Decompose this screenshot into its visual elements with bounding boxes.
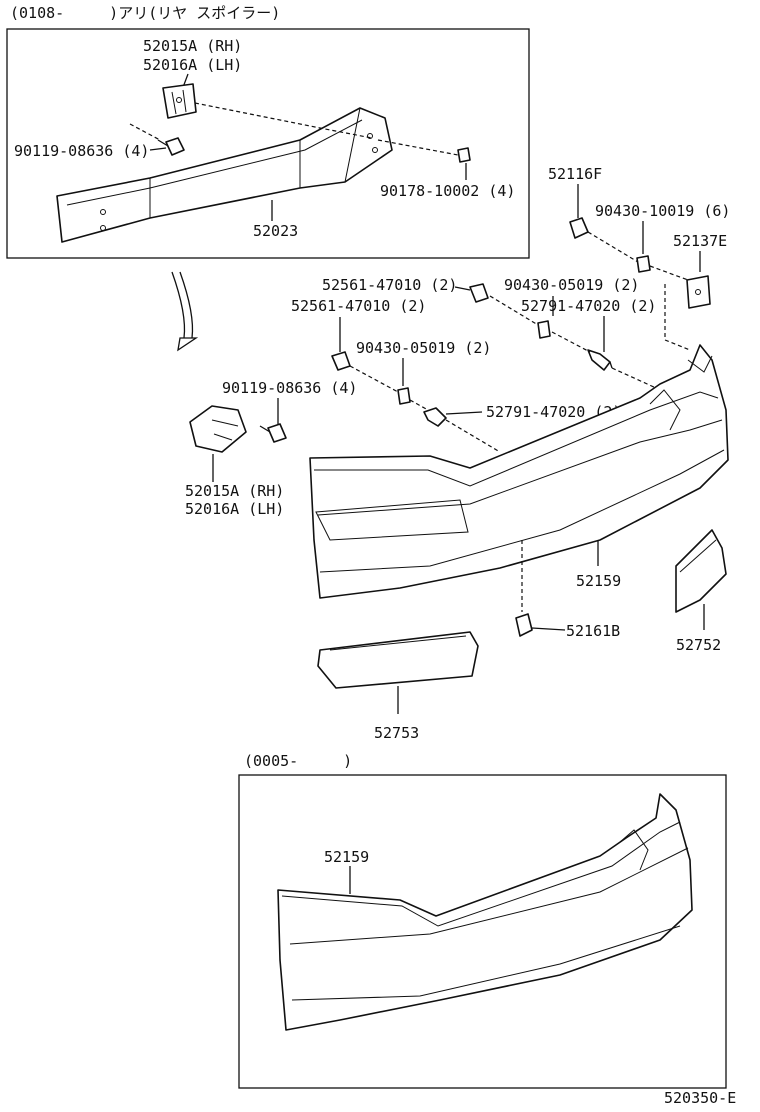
rivet-52791-a <box>587 349 613 371</box>
label-52561-b[interactable]: 52561-47010 (2) <box>291 297 426 315</box>
nut-52561-a <box>469 283 489 303</box>
label-52116F[interactable]: 52116F <box>548 165 602 183</box>
washer-90430-05019-a <box>537 320 551 339</box>
label-90178[interactable]: 90178-10002 (4) <box>380 182 515 200</box>
bracket-52137E <box>686 275 711 309</box>
rivet-52791-b <box>423 407 447 427</box>
label-90430-05019-a[interactable]: 90430-05019 (2) <box>504 276 639 294</box>
label-90430-10019[interactable]: 90430-10019 (6) <box>595 202 730 220</box>
bumper-cover-52159-base <box>277 793 693 1031</box>
label-52561-a[interactable]: 52561-47010 (2) <box>322 276 457 294</box>
label-52791-b[interactable]: 52791-47020 (2) <box>486 403 621 421</box>
label-52159-b[interactable]: 52159 <box>324 848 369 866</box>
label-90119-top[interactable]: 90119-08636 (4) <box>14 142 149 160</box>
drawing-number: 520350-E <box>664 1089 736 1107</box>
label-52161B[interactable]: 52161B <box>566 622 620 640</box>
clip-52161B <box>515 613 533 637</box>
label-52791-a[interactable]: 52791-47020 (2) <box>521 297 656 315</box>
washer-90430-05019-b <box>397 387 411 405</box>
reinforcement-52023 <box>56 107 393 243</box>
label-52016A-lh-mid[interactable]: 52016A (LH) <box>185 500 284 518</box>
label-52752[interactable]: 52752 <box>676 636 721 654</box>
inset-box-bottom <box>238 774 727 1089</box>
lower-spoiler-52753 <box>317 631 479 689</box>
bracket-52015A-top <box>162 83 197 119</box>
label-52137E[interactable]: 52137E <box>673 232 727 250</box>
nut-90430-10019 <box>636 255 651 273</box>
label-52016A-lh-top[interactable]: 52016A (LH) <box>143 56 242 74</box>
washer-90178 <box>457 147 471 163</box>
variant-note-bottom: (0005- ) <box>244 752 352 770</box>
inset-box-top <box>6 28 530 259</box>
label-52159-a[interactable]: 52159 <box>576 572 621 590</box>
bolt-90119-top <box>157 137 185 156</box>
assembly-arrow <box>171 271 199 352</box>
side-extension-52752 <box>675 529 727 613</box>
bolt-90119-mid <box>259 423 287 443</box>
label-90119-mid[interactable]: 90119-08636 (4) <box>222 379 357 397</box>
label-52023[interactable]: 52023 <box>253 222 298 240</box>
nut-52561-b <box>331 351 351 371</box>
bracket-52015A-mid <box>189 405 247 453</box>
label-52753[interactable]: 52753 <box>374 724 419 742</box>
label-52015A-rh-mid[interactable]: 52015A (RH) <box>185 482 284 500</box>
variant-note-top: (0108- )アリ(リヤ スポイラー) <box>10 4 280 22</box>
clip-52116F <box>569 217 589 239</box>
bumper-cover-52159-spoiler <box>309 344 729 599</box>
label-90430-05019-b[interactable]: 90430-05019 (2) <box>356 339 491 357</box>
label-52015A-rh-top[interactable]: 52015A (RH) <box>143 37 242 55</box>
